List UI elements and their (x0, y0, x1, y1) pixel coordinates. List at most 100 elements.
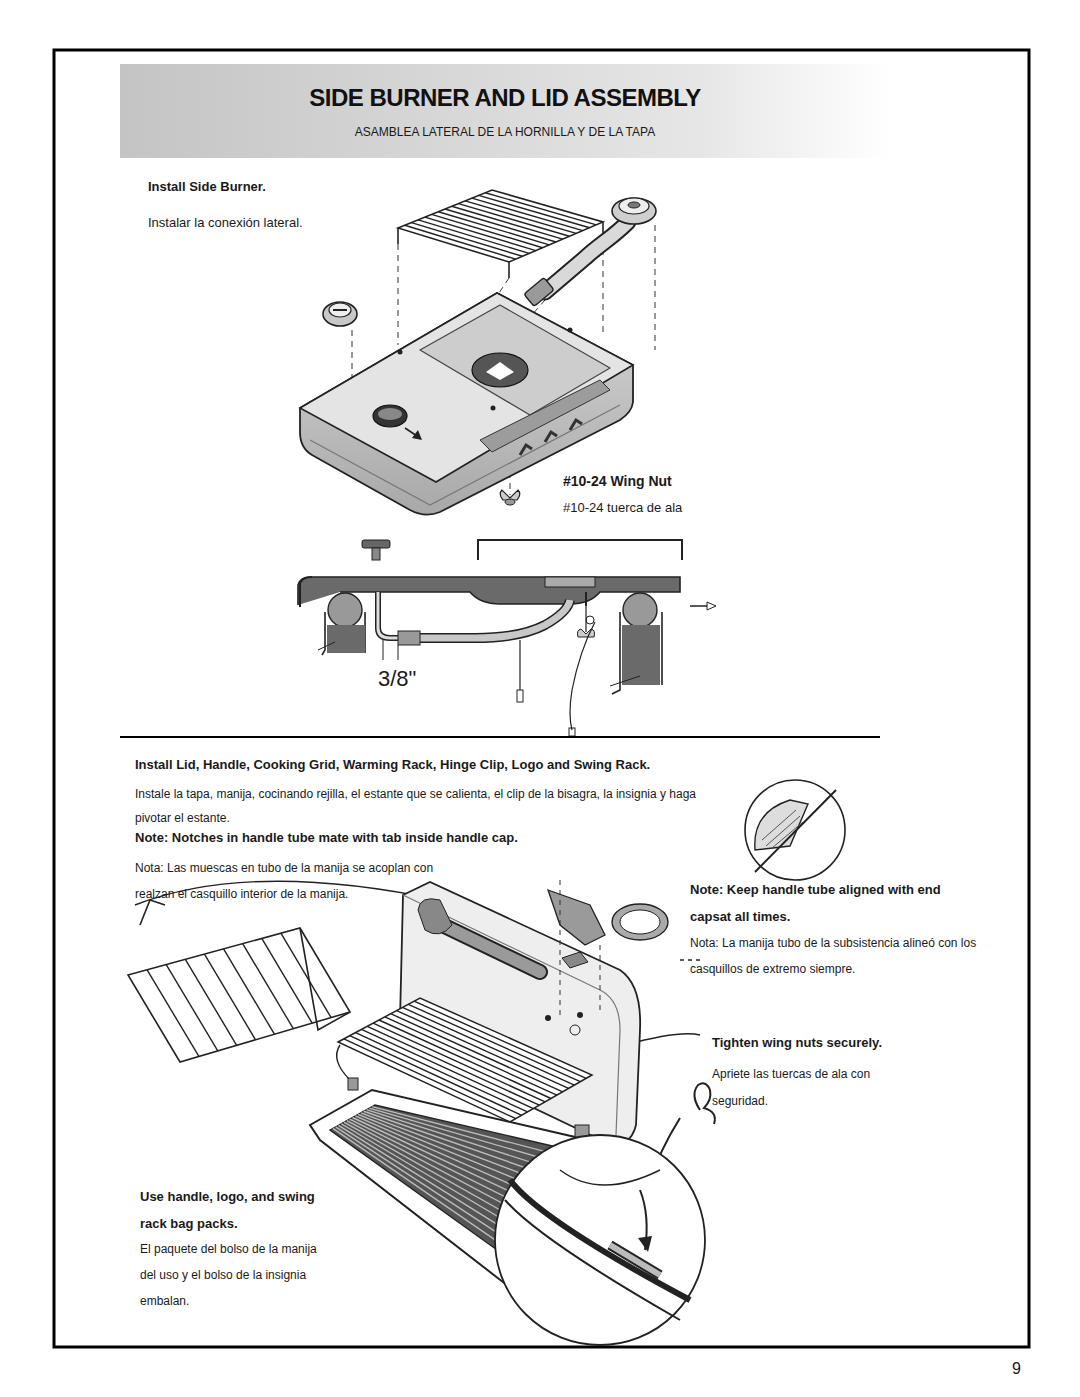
note: Tighten wing nuts securely. (712, 1034, 972, 1051)
burner-assembly (619, 198, 649, 214)
cooking-grid (367, 1026, 539, 1105)
handle-cap-inset (755, 800, 808, 850)
cross-section (569, 728, 575, 736)
wing-nut (500, 490, 520, 505)
lid-hood (545, 1015, 551, 1021)
grill-base (369, 1108, 563, 1164)
cooking-grid (408, 1004, 580, 1081)
lid-hood (577, 1012, 583, 1018)
note-translation: Apriete las tuercas de ala con seguridad… (712, 1061, 917, 1115)
hinge-inset (560, 1170, 660, 1185)
swing-rack (140, 900, 165, 925)
warming-grid (452, 206, 563, 239)
warming-grid (445, 209, 556, 242)
lid-hood (570, 1025, 580, 1035)
hinge-inset (495, 1135, 705, 1345)
page-border (54, 50, 1029, 1347)
cross-section (623, 593, 657, 627)
cross-section (519, 640, 520, 690)
cross-section (517, 690, 523, 702)
cross-section (586, 616, 594, 624)
swing-rack (166, 965, 218, 1051)
side-shelf (486, 362, 514, 380)
handle-cap-inset (745, 780, 845, 880)
note-translation: El paquete del bolso de la manija del us… (140, 1236, 330, 1314)
handle-cap-inset (755, 790, 836, 872)
cross-section (570, 622, 595, 730)
side-shelf (520, 420, 582, 455)
page-number: 9 (1012, 1358, 1026, 1379)
step-heading: Install Side Burner. (148, 178, 408, 195)
warming-grid (508, 262, 510, 278)
cross-section (612, 612, 662, 694)
burner-assembly (628, 202, 640, 208)
burner-assembly (545, 222, 628, 292)
side-shelf (472, 353, 528, 387)
step-translation: Instale la tapa, manija, cocinando rejil… (135, 782, 723, 830)
warming-grid (465, 201, 576, 234)
cross-section (690, 605, 707, 607)
cross-section (328, 593, 362, 627)
hinge-inset (610, 1245, 660, 1275)
warming-grid (438, 212, 549, 245)
lid-hood (562, 952, 588, 968)
leader-line (680, 959, 700, 960)
warming-grid (472, 198, 583, 230)
lid-hood (548, 890, 605, 945)
grill-base (348, 1078, 358, 1090)
side-shelf (491, 406, 496, 411)
separator-line (120, 736, 880, 738)
part-name-translation: #10-24 tuerca de ala (563, 499, 763, 516)
cooking-grid (373, 1023, 545, 1102)
cross-section (318, 642, 640, 686)
control-knob (323, 302, 357, 326)
lid-hood (600, 945, 601, 1010)
note: Note: Keep handle tube aligned with end … (690, 876, 960, 930)
hinge-inset (610, 1245, 660, 1275)
cooking-grid (397, 1011, 569, 1089)
hinge-inset (505, 1200, 680, 1320)
cross-section (622, 625, 660, 685)
warming-grid (432, 214, 543, 247)
control-knob (323, 302, 357, 326)
swing-rack (147, 970, 199, 1057)
cross-section (300, 577, 312, 607)
warming-grid (398, 190, 603, 262)
note: Note: Notches in handle tube mate with t… (135, 829, 715, 846)
cross-section (398, 645, 399, 660)
cross-section (322, 612, 365, 655)
subtitle: ASAMBLEA LATERAL DE LA HORNILLA Y DE LA … (120, 124, 890, 140)
cross-section (402, 600, 570, 638)
lid-hood (418, 899, 452, 934)
note-translation: Nota: La manija tubo de la subsistencia … (690, 930, 990, 982)
warming-grid (405, 193, 597, 259)
swing-rack (243, 944, 294, 1029)
cross-section (478, 540, 682, 560)
swing-rack (147, 933, 331, 1056)
cross-section (383, 640, 384, 660)
step-heading: Install Lid, Handle, Cooking Grid, Warmi… (135, 756, 775, 773)
title-band (120, 64, 890, 158)
step-translation: Instalar la conexión lateral. (148, 214, 388, 231)
lid-hood (560, 880, 561, 1020)
lid-hood (620, 910, 660, 934)
page-border (54, 50, 1029, 1347)
cross-section (298, 540, 716, 736)
swing-rack (128, 900, 350, 1062)
side-shelf (398, 350, 403, 355)
cross-section (585, 592, 587, 606)
warming-grid (485, 193, 596, 225)
title-band (120, 64, 890, 158)
note: Use handle, logo, and swing rack bag pac… (140, 1183, 325, 1237)
note-translation: Nota: Las muescas en tubo de la manija s… (135, 855, 435, 907)
cross-section (362, 540, 390, 548)
cooking-grid (414, 1001, 586, 1078)
cross-section (707, 602, 716, 610)
burner-assembly (545, 222, 628, 292)
dashed-guide (398, 244, 399, 345)
warming-grid (397, 228, 399, 244)
dimension: 3/8" (378, 664, 458, 693)
side-shelf (310, 405, 620, 505)
swing-rack (185, 959, 236, 1045)
cooking-grid (402, 1007, 574, 1085)
